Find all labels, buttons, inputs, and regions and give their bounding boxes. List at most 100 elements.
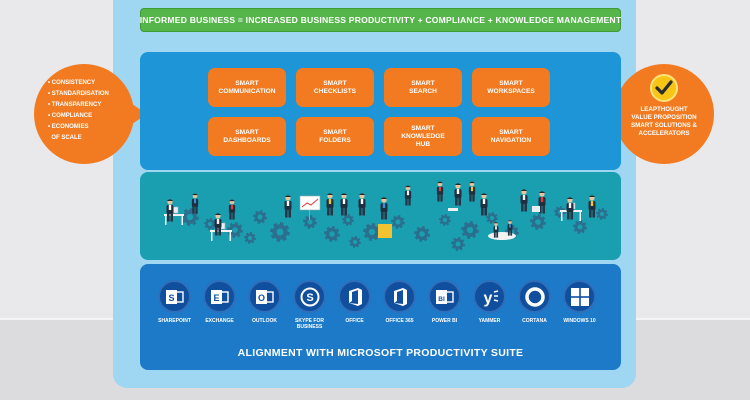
smart-solution-button[interactable]: SMART DASHBOARDS <box>208 117 286 156</box>
smart-solution-button[interactable]: SMART WORKSPACES <box>472 68 550 107</box>
person-figure <box>566 197 574 220</box>
person-figure <box>468 181 476 202</box>
desk <box>164 214 184 216</box>
microsoft-apps-row: S SHAREPOINT E EXCHANGE O OUTLOOK S SKYPE FOR B… <box>156 280 598 330</box>
gear-icon <box>253 210 267 224</box>
whiteboard-stand <box>309 210 310 220</box>
app-label: YAMMER <box>478 318 501 324</box>
app-tile[interactable]: O OUTLOOK <box>246 280 283 330</box>
app-label: SKYPE FOR BUSINESS <box>295 318 324 330</box>
cortana-icon[interactable] <box>518 280 551 313</box>
person-figure <box>380 197 388 220</box>
app-label: POWER BI <box>431 318 458 324</box>
app-label: OFFICE <box>345 318 364 324</box>
gear-icon <box>451 237 465 251</box>
microsoft-suite-panel: S SHAREPOINT E EXCHANGE O OUTLOOK S SKYPE FOR B… <box>140 264 621 370</box>
person-figure <box>340 193 348 216</box>
smart-solutions-grid: SMART COMMUNICATION SMART CHECKLISTS SMART… <box>208 68 550 156</box>
desk-leg <box>165 216 167 225</box>
desk-leg <box>561 212 563 221</box>
office-icon[interactable] <box>338 280 371 313</box>
gear-icon <box>414 226 430 242</box>
app-label: CORTANA <box>522 318 547 324</box>
gear-icon <box>342 214 354 226</box>
gear-icon <box>324 226 340 242</box>
laptop <box>448 208 458 211</box>
tablet <box>532 206 540 212</box>
benefit-item: OF SCALE <box>48 135 82 141</box>
svg-text:BI: BI <box>438 296 445 303</box>
value-proposition-line: VALUE PROPOSITION <box>631 114 697 121</box>
gear-icon <box>461 221 479 239</box>
desk-leg <box>181 216 183 225</box>
gear-icon <box>391 215 405 229</box>
person-figure <box>326 193 334 216</box>
smart-solution-button[interactable]: SMART COMMUNICATION <box>208 68 286 107</box>
app-tile[interactable]: BI POWER BI <box>426 280 463 330</box>
smart-solution-button[interactable]: SMART NAVIGATION <box>472 117 550 156</box>
value-proposition-line: LEAPTHOUGHT <box>640 106 688 113</box>
benefits-bubble: CONSISTENCYSTANDARDISATIONTRANSPARENCYCO… <box>34 64 147 164</box>
gear-icon <box>530 214 546 230</box>
app-label: OFFICE 365 <box>385 318 414 324</box>
gear-icon <box>573 220 587 234</box>
chart-line <box>301 198 319 208</box>
smart-solution-button[interactable]: SMART FOLDERS <box>296 117 374 156</box>
gear-icon <box>244 232 256 244</box>
benefit-item: STANDARDISATION <box>48 89 109 100</box>
app-label: SHAREPOINT <box>158 318 191 324</box>
collaboration-illustration-panel <box>140 172 621 260</box>
smart-solution-button[interactable]: SMART CHECKLISTS <box>296 68 374 107</box>
headline-banner: INFORMED BUSINESS = INCREASED BUSINESS P… <box>140 8 621 32</box>
powerbi-icon[interactable]: BI <box>428 280 461 313</box>
person-figure <box>228 199 236 220</box>
benefit-item: TRANSPARENCY <box>48 100 109 111</box>
gear-icon <box>204 218 216 230</box>
app-label: EXCHANGE <box>205 318 234 324</box>
svg-text:O: O <box>257 293 264 303</box>
app-tile[interactable]: S SKYPE FOR BUSINESS <box>291 280 328 330</box>
app-tile[interactable]: WINDOWS 10 <box>561 280 598 330</box>
benefits-list: CONSISTENCYSTANDARDISATIONTRANSPARENCYCO… <box>48 78 109 144</box>
svg-text:S: S <box>306 292 313 304</box>
value-proposition-line: SMART SOLUTIONS & <box>631 122 697 129</box>
person-figure <box>404 185 412 206</box>
person-figure <box>191 193 199 214</box>
svg-text:S: S <box>168 293 174 303</box>
windows-icon[interactable] <box>563 280 596 313</box>
gear-icon <box>363 223 381 241</box>
skype-icon[interactable]: S <box>293 280 326 313</box>
whiteboard <box>299 195 321 211</box>
svg-text:y: y <box>483 290 492 307</box>
app-tile[interactable]: CORTANA <box>516 280 553 330</box>
smart-solution-button[interactable]: SMART SEARCH <box>384 68 462 107</box>
value-proposition-line: ACCELERATORS <box>638 130 690 137</box>
gear-icon <box>349 236 361 248</box>
sharepoint-icon[interactable]: S <box>158 280 191 313</box>
benefit-item: ECONOMIES <box>48 122 109 133</box>
yammer-icon[interactable]: y <box>473 280 506 313</box>
benefit-item: COMPLIANCE <box>48 111 109 122</box>
outlook-icon[interactable]: O <box>248 280 281 313</box>
smart-solution-button[interactable]: SMART KNOWLEDGE HUB <box>384 117 462 156</box>
person-figure <box>507 220 513 236</box>
checkmark-icon <box>650 74 678 102</box>
app-tile[interactable]: E EXCHANGE <box>201 280 238 330</box>
office365-icon[interactable] <box>383 280 416 313</box>
app-tile[interactable]: S SHAREPOINT <box>156 280 193 330</box>
app-tile[interactable]: OFFICE <box>336 280 373 330</box>
app-label: OUTLOOK <box>252 318 277 324</box>
person-figure <box>214 213 222 236</box>
svg-text:E: E <box>213 293 219 303</box>
person-figure <box>588 195 596 218</box>
desk-leg <box>229 232 231 241</box>
app-tile[interactable]: OFFICE 365 <box>381 280 418 330</box>
person-figure <box>493 222 499 238</box>
gear-icon <box>596 208 608 220</box>
exchange-icon[interactable]: E <box>203 280 236 313</box>
benefit-item: CONSISTENCY <box>48 78 109 89</box>
gear-icon <box>303 215 317 229</box>
